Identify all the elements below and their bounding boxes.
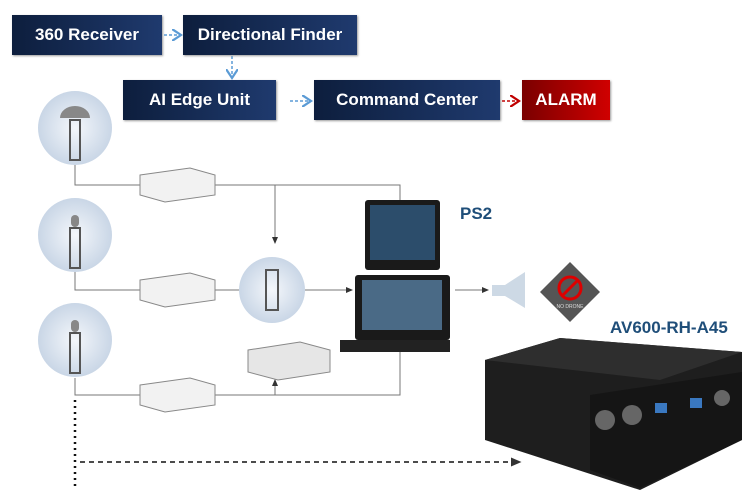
receiver-box-icon — [139, 167, 331, 413]
av600-label: AV600-RH-A45 — [610, 318, 728, 337]
av600-device-icon — [485, 338, 742, 490]
ps2-label: PS2 — [460, 204, 493, 223]
ps2-workstation-icon — [340, 200, 450, 352]
ai-edge-unit-box: AI Edge Unit — [123, 80, 276, 120]
sensor-tower-icon — [38, 198, 112, 272]
speaker-icon — [492, 272, 525, 308]
central-tower-icon — [239, 257, 305, 323]
sensor-tower-icon — [38, 91, 112, 165]
no-drone-sign-icon: NO DRONE — [540, 262, 600, 322]
no-drone-sign-text: NO DRONE — [557, 304, 585, 310]
flow-arrows — [164, 35, 519, 101]
360-receiver-box: 360 Receiver — [12, 15, 162, 55]
directional-finder-box: Directional Finder — [183, 15, 357, 55]
sensor-tower-icon — [38, 303, 112, 377]
alarm-box: ALARM — [522, 80, 610, 120]
command-center-box: Command Center — [314, 80, 500, 120]
